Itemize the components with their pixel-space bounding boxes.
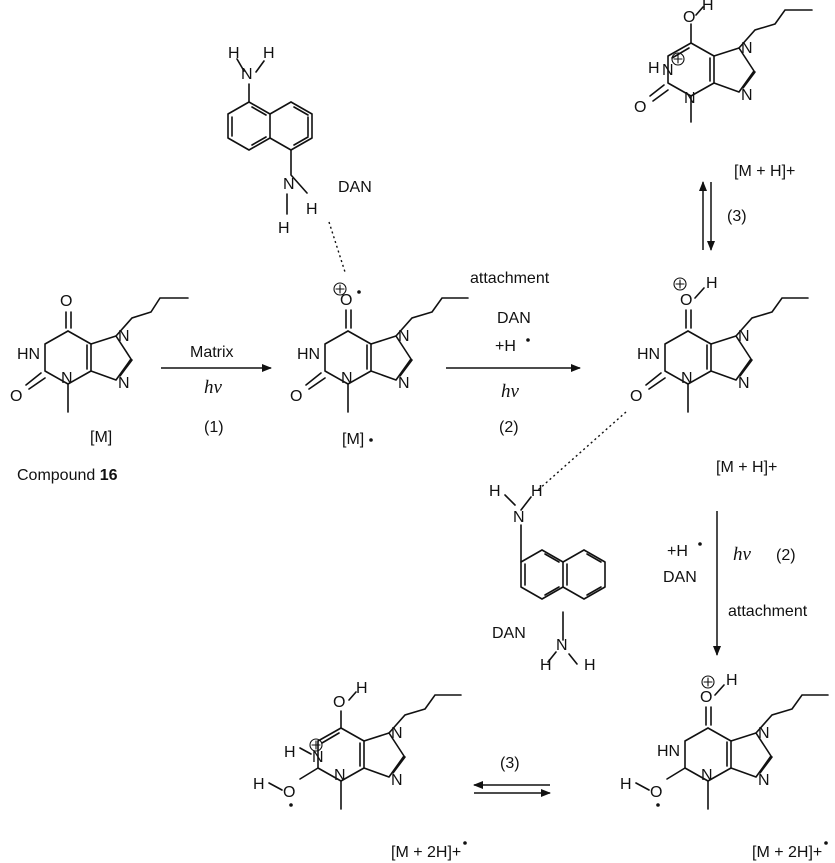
molecule-m-radical: O O HN N N N: [290, 282, 469, 413]
step-label-2: (2): [499, 419, 519, 436]
n-atom: N: [681, 370, 693, 387]
hn-atom: HN: [17, 346, 40, 363]
hv-label: hν: [733, 544, 752, 565]
reagent-dan: DAN: [497, 310, 531, 327]
step-label-3: (3): [727, 208, 747, 225]
h-atom: H: [278, 220, 290, 237]
molecule-m2h-left: O H N H O H N N N: [253, 680, 462, 810]
dan-molecule-bottom: N H H N H H: [489, 483, 606, 674]
n-atom: N: [556, 637, 568, 654]
label-mh: [M + H]+: [716, 459, 777, 476]
label-m: [M]: [90, 429, 112, 446]
label-m2h-right: [M + 2H]+: [752, 844, 822, 861]
radical-dot: [369, 438, 373, 442]
h-atom: H: [706, 275, 718, 292]
dan-label-top: DAN: [338, 179, 372, 196]
n-atom: N: [738, 375, 750, 392]
n-atom: N: [741, 87, 753, 104]
n-atom: N: [118, 328, 130, 345]
n-atom: N: [341, 370, 353, 387]
n-atom: N: [334, 767, 346, 784]
molecule-m: O O HN N N N: [10, 293, 189, 413]
hydrogen-bond: [328, 221, 346, 273]
n-atom: N: [391, 772, 403, 789]
h-atom: H: [306, 201, 318, 218]
h-atom: H: [648, 60, 660, 77]
n-atom: N: [741, 40, 753, 57]
hn-atom: HN: [657, 743, 680, 760]
h-atom: H: [356, 680, 368, 697]
h-atom: H: [489, 483, 501, 500]
radical-dot: [824, 841, 828, 845]
o-atom: O: [630, 388, 642, 405]
h-atom: H: [284, 744, 296, 761]
n-atom: N: [118, 375, 130, 392]
o-atom: O: [683, 9, 695, 26]
step-label-2: (2): [776, 547, 796, 564]
reagent-attachment: attachment: [470, 270, 550, 287]
reagent-attachment: attachment: [728, 603, 808, 620]
compound-label: Compound 16: [17, 467, 118, 484]
o-atom: O: [340, 292, 352, 309]
n-atom: N: [391, 725, 403, 742]
n-atom: N: [398, 328, 410, 345]
o-atom: O: [333, 694, 345, 711]
dan-label-bottom: DAN: [492, 625, 526, 642]
radical-dot: [698, 542, 702, 546]
n-atom: N: [701, 767, 713, 784]
reagent-matrix: Matrix: [190, 344, 234, 361]
molecule-mh: O H O HN N N N: [630, 275, 809, 413]
n-atom: N: [738, 328, 750, 345]
radical-dot: [463, 841, 467, 845]
step-label-3: (3): [500, 755, 520, 772]
h-atom: H: [620, 776, 632, 793]
h-atom: H: [531, 483, 543, 500]
n-atom: N: [312, 749, 324, 766]
o-atom: O: [283, 784, 295, 801]
reagent-plus-h: +H: [667, 543, 688, 560]
step-label-1: (1): [204, 419, 224, 436]
h-atom: H: [263, 45, 275, 62]
h-atom: H: [540, 657, 552, 674]
h-atom: H: [253, 776, 265, 793]
o-atom: O: [60, 293, 72, 310]
o-atom: O: [650, 784, 662, 801]
n-atom: N: [283, 176, 295, 193]
label-m2h-left: [M + 2H]+: [391, 844, 461, 861]
dan-molecule-top: N H H N H H: [227, 45, 318, 237]
h-atom: H: [228, 45, 240, 62]
o-atom: O: [10, 388, 22, 405]
n-atom: N: [241, 66, 253, 83]
n-atom: N: [398, 375, 410, 392]
n-atom: N: [758, 772, 770, 789]
o-atom: O: [700, 689, 712, 706]
n-atom: N: [684, 90, 696, 107]
hn-atom: HN: [637, 346, 660, 363]
o-atom: O: [290, 388, 302, 405]
o-atom: O: [680, 292, 692, 309]
h-atom: H: [702, 0, 714, 14]
reagent-dan: DAN: [663, 569, 697, 586]
hv-label: hν: [204, 377, 223, 398]
n-atom: N: [61, 370, 73, 387]
molecule-m2h-right: O H O H HN N N N: [620, 672, 829, 810]
label-m-radical: [M]: [342, 431, 364, 448]
h-atom: H: [726, 672, 738, 689]
hn-atom: HN: [297, 346, 320, 363]
n-atom: N: [513, 509, 525, 526]
h-atom: H: [584, 657, 596, 674]
n-atom: N: [758, 725, 770, 742]
radical-dot: [526, 338, 530, 342]
label-mh-top: [M + H]+: [734, 163, 795, 180]
molecule-mh-top: O H N H O N N N: [634, 0, 813, 123]
hydrogen-bond: [537, 411, 627, 491]
n-atom: N: [662, 62, 674, 79]
hv-label: hν: [501, 381, 520, 402]
o-atom: O: [634, 99, 646, 116]
reagent-plus-h: +H: [495, 338, 516, 355]
